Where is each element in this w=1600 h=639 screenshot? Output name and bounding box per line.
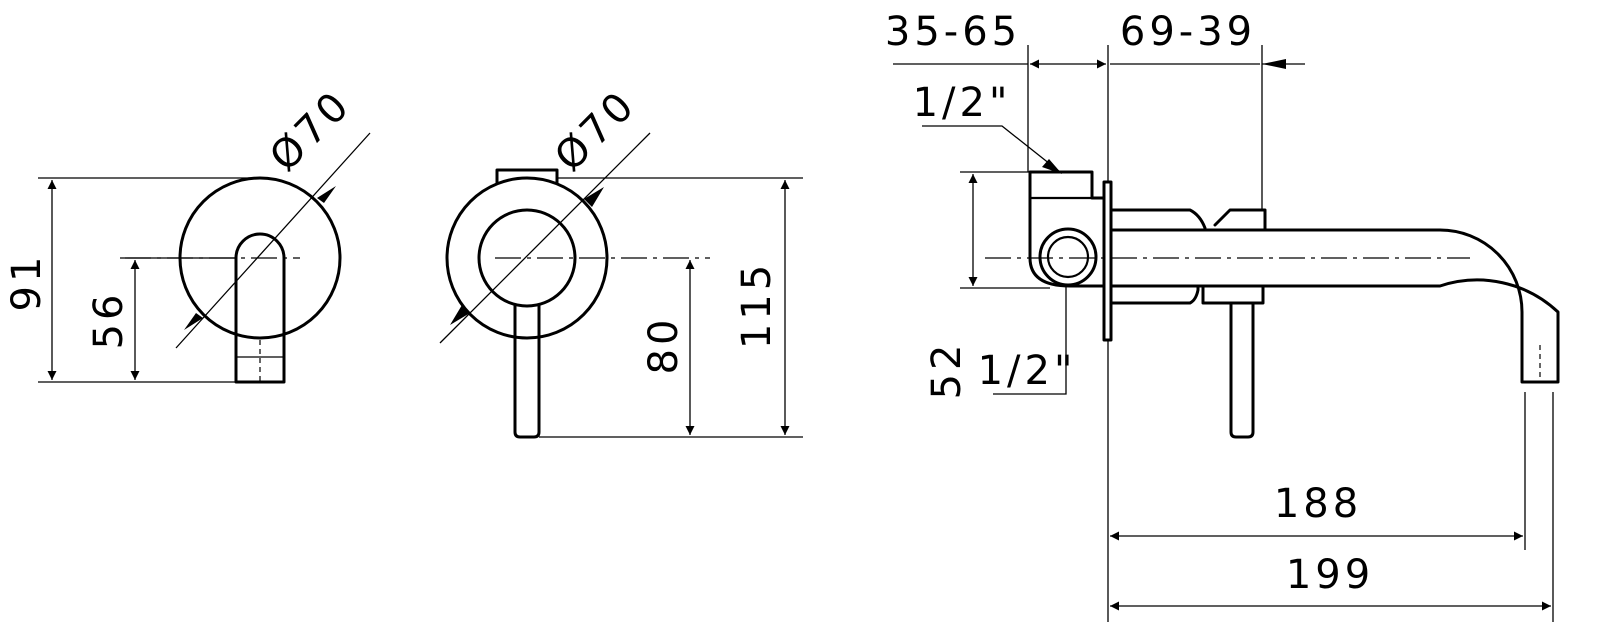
side-view: 52 35-65 69-39 1/2" 1/2" 188 199 [885,9,1560,622]
side-mixer-lower [1109,284,1200,305]
side-thread-bottom-leader [993,286,1067,395]
front-dia-arrow-2 [317,186,336,203]
side-mixer-lever-block [1213,208,1267,232]
front-dia-label: Ø70 [261,81,360,180]
rear-dia-arrow-1 [450,305,470,325]
side-dim-69-39-arrow [1262,59,1286,69]
front-dia-leader [175,132,371,349]
rear-dia-label: Ø70 [546,81,645,180]
side-inlet-ring [1038,227,1098,287]
side-dim-35-65-label: 35-65 [885,9,1021,55]
rear-dim-80-label: 80 [641,316,687,375]
front-view: 91 56 Ø70 [4,81,371,384]
side-dim-188-label: 188 [1274,481,1362,527]
side-dim-69-39-label: 69-39 [1120,9,1256,55]
front-dim-91-label: 91 [4,253,50,312]
side-lever-block-lower [1201,284,1265,305]
front-dim-56-label: 56 [86,291,132,350]
side-mixer-body [1109,208,1207,232]
rear-top-tab [495,168,559,185]
rear-cover-plate [445,176,609,340]
side-dim-52-label: 52 [924,341,970,400]
rear-cartridge-ring [477,208,577,308]
rear-view: 80 115 Ø70 [439,81,803,439]
side-lever [1229,301,1255,439]
rear-dia-arrow-2 [584,187,604,207]
side-inlet-body [1028,170,1106,288]
side-thread-top-arrow [1042,159,1062,174]
side-thread-top-leader [922,125,1061,173]
rear-dia-leader [439,132,651,344]
side-inlet-ring-inner [1046,235,1090,279]
side-thread-top-label: 1/2" [913,80,1012,126]
rear-lever [513,304,541,439]
side-thread-bottom-label: 1/2" [978,348,1077,394]
front-dia-arrow-1 [184,313,203,330]
side-spout [1109,228,1560,384]
front-lever [234,232,286,384]
side-dim-199-label: 199 [1286,552,1374,598]
rear-dim-115-label: 115 [734,261,780,349]
